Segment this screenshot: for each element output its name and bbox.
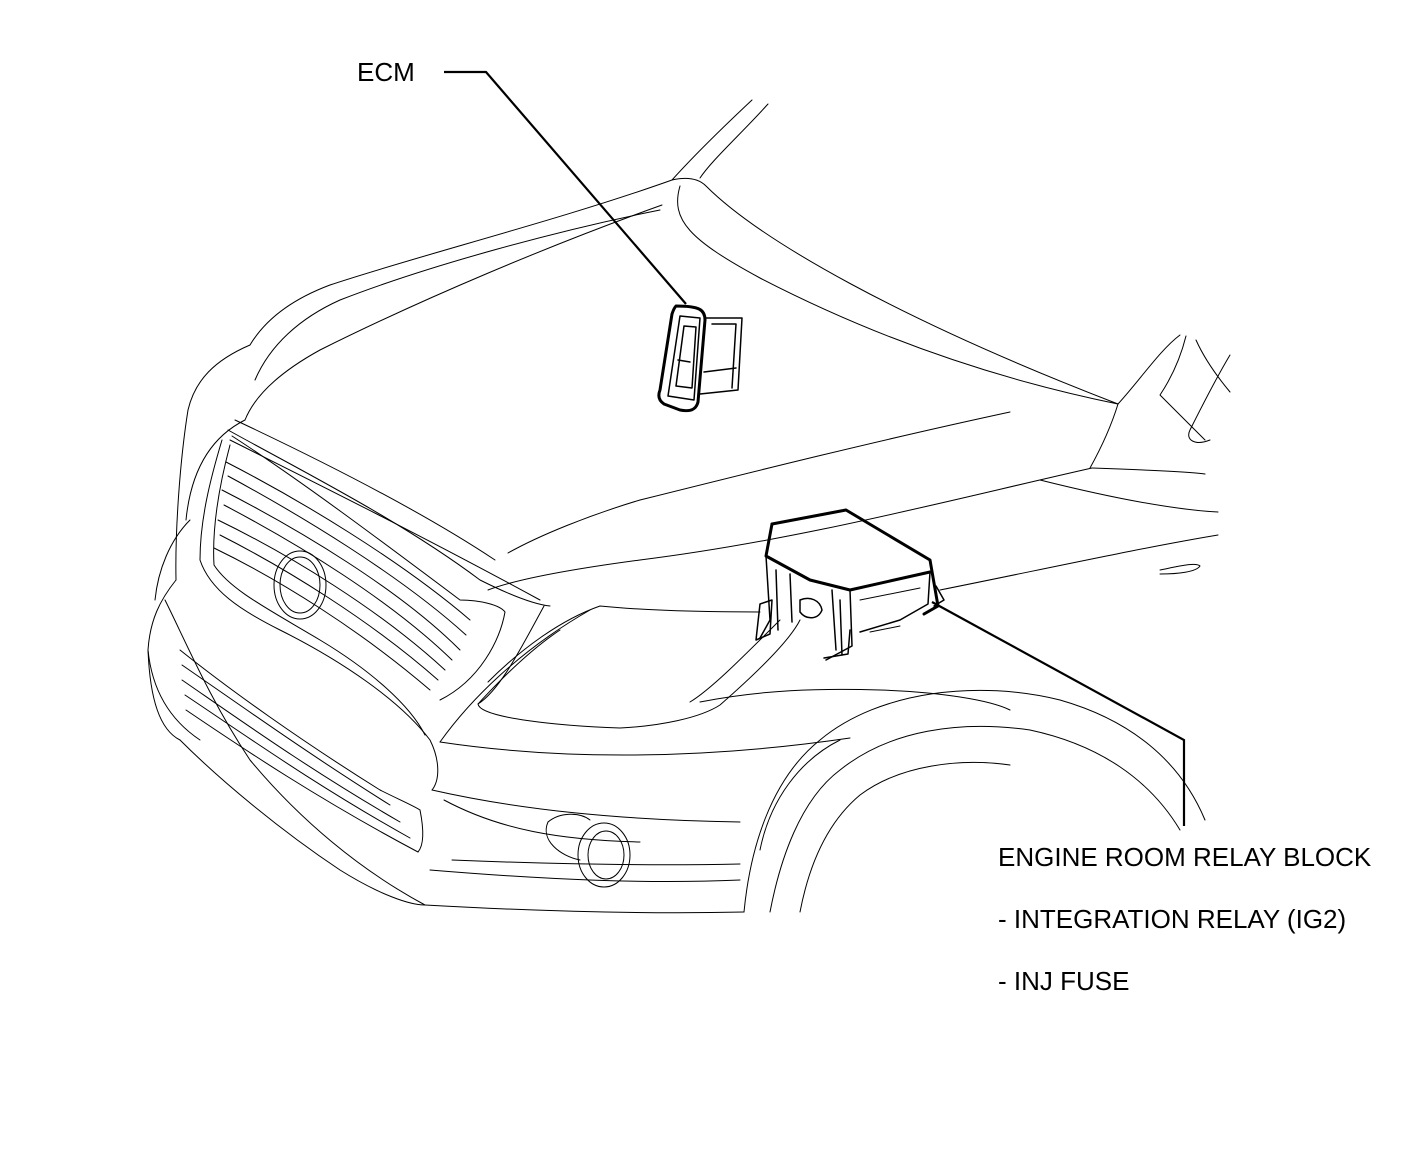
vehicle-body [147,99,1231,914]
leader-lines [444,70,1186,826]
ecm-leader-line [444,70,687,305]
relay-block-leader-line [931,601,1186,826]
engine-room-relay-block-label: ENGINE ROOM RELAY BLOCK [998,842,1372,872]
ecm-component [657,304,743,413]
ecm-label: ECM [357,57,415,87]
integration-relay-label: - INTEGRATION RELAY (IG2) [998,904,1347,934]
relay-block-component [755,508,945,661]
inj-fuse-label: - INJ FUSE [998,966,1130,996]
